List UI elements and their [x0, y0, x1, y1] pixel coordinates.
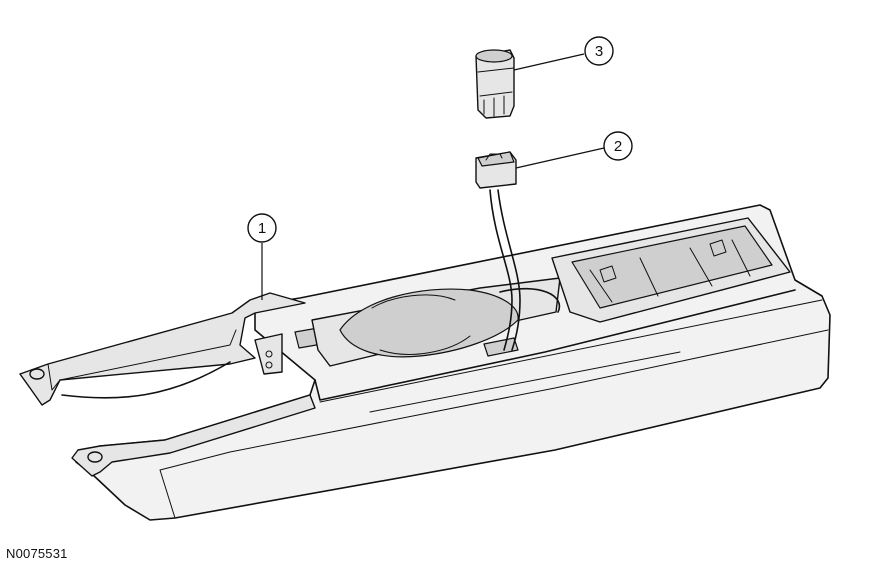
callout-3-label: 3 [595, 43, 603, 60]
console-front-rail [71, 394, 316, 477]
connector-part [475, 151, 517, 189]
callout-2: 2 [515, 131, 633, 169]
figure-id: N0075531 [6, 546, 68, 561]
callout-3: 3 [513, 36, 614, 71]
console-left-arm [19, 292, 306, 406]
socket-part [475, 49, 515, 119]
callout-1-label: 1 [258, 220, 266, 237]
callout-1: 1 [247, 213, 277, 300]
callout-2-label: 2 [614, 138, 622, 155]
console-assembly [19, 204, 831, 521]
harness-wire [489, 189, 513, 351]
